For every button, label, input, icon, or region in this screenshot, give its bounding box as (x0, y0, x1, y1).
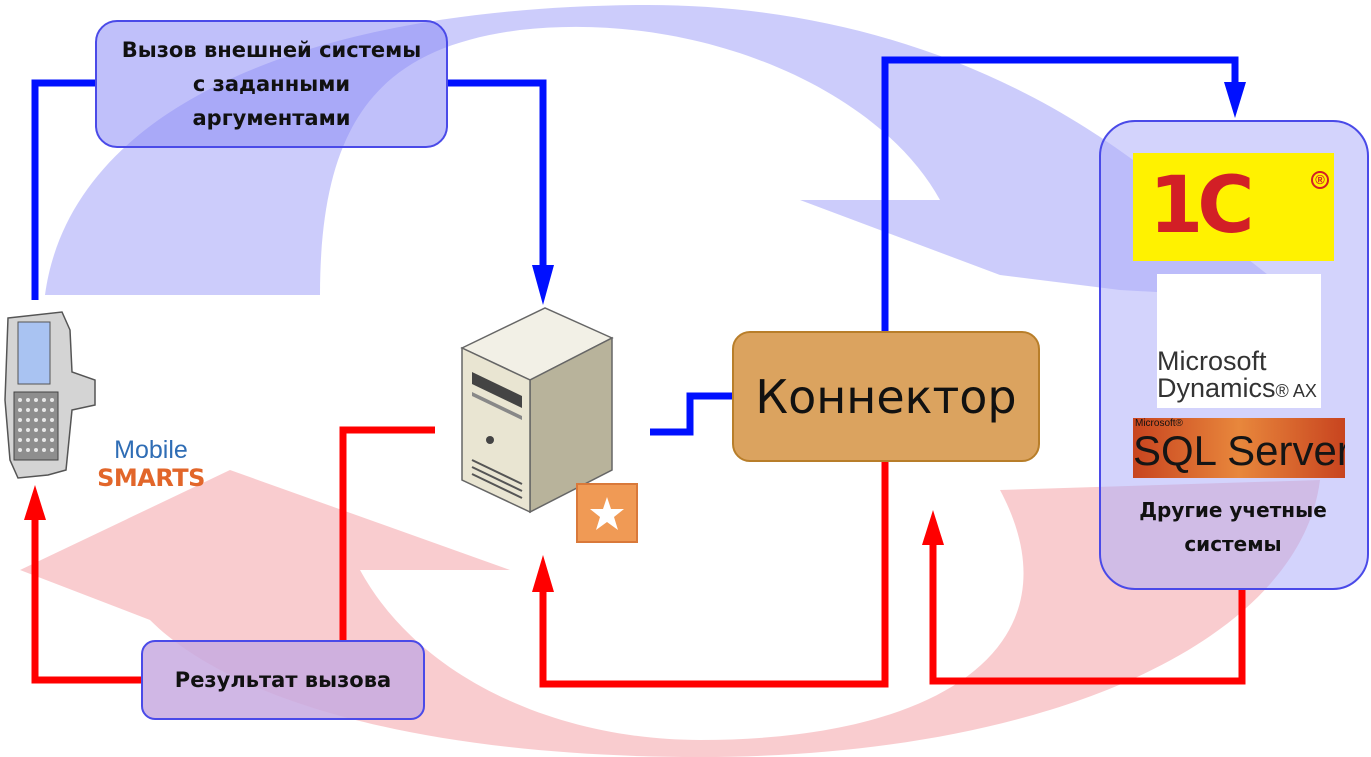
mobile-terminal-icon (4, 311, 96, 479)
call-result-box: Результат вызова (141, 640, 425, 720)
call-external-system-text: Вызов внешней системы с заданными аргуме… (121, 38, 422, 130)
server-icon (460, 307, 614, 514)
response-arrowhead-connector (922, 510, 944, 545)
logo-1c-mark: 1С (1149, 161, 1254, 251)
logo-dynamics-suffix: AX (1292, 381, 1317, 401)
other-systems-label: Другие учетные системы (1139, 498, 1327, 556)
star-badge-icon (576, 483, 638, 543)
request-line-connector-to-systems (881, 56, 1239, 331)
logo-microsoft-dynamics-ax: Microsoft Dynamics® AX (1157, 274, 1321, 408)
response-line-result-to-device (31, 515, 141, 684)
response-arrowhead-device (24, 485, 46, 520)
response-line-server-to-result (339, 426, 435, 640)
call-result-text: Результат вызова (174, 668, 392, 692)
connector-label: Коннектор (755, 369, 1017, 424)
request-line-box-to-server (448, 79, 547, 285)
mobile-smarts-logo: Mobile SMARTS (86, 436, 216, 492)
logo-1c-registered: ® (1311, 171, 1329, 189)
response-arrowhead-server (532, 555, 554, 592)
logo-sql-server: Microsoft® SQL Server (1133, 418, 1345, 478)
mobile-smarts-line1: Mobile (114, 436, 188, 464)
response-line-connector-to-server (539, 462, 889, 688)
logo-dynamics-line2: Dynamics® AX (1157, 373, 1317, 403)
request-line-device-to-box (31, 79, 95, 300)
connector-box: Коннектор (732, 331, 1040, 462)
request-arrowhead-server (532, 265, 554, 305)
response-line-systems-to-connector (929, 530, 1246, 685)
request-arrowhead-systems (1224, 82, 1246, 118)
logo-dynamics-line1: Microsoft (1157, 346, 1267, 376)
request-line-server-to-connector (650, 392, 732, 436)
logo-1c: 1С ® (1133, 153, 1334, 261)
logo-sql-small: Microsoft® (1135, 418, 1183, 429)
call-external-system-box: Вызов внешней системы с заданными аргуме… (95, 20, 448, 148)
logo-sql-big: SQL Server (1133, 427, 1345, 474)
mobile-smarts-line2: SMARTS (97, 464, 205, 492)
